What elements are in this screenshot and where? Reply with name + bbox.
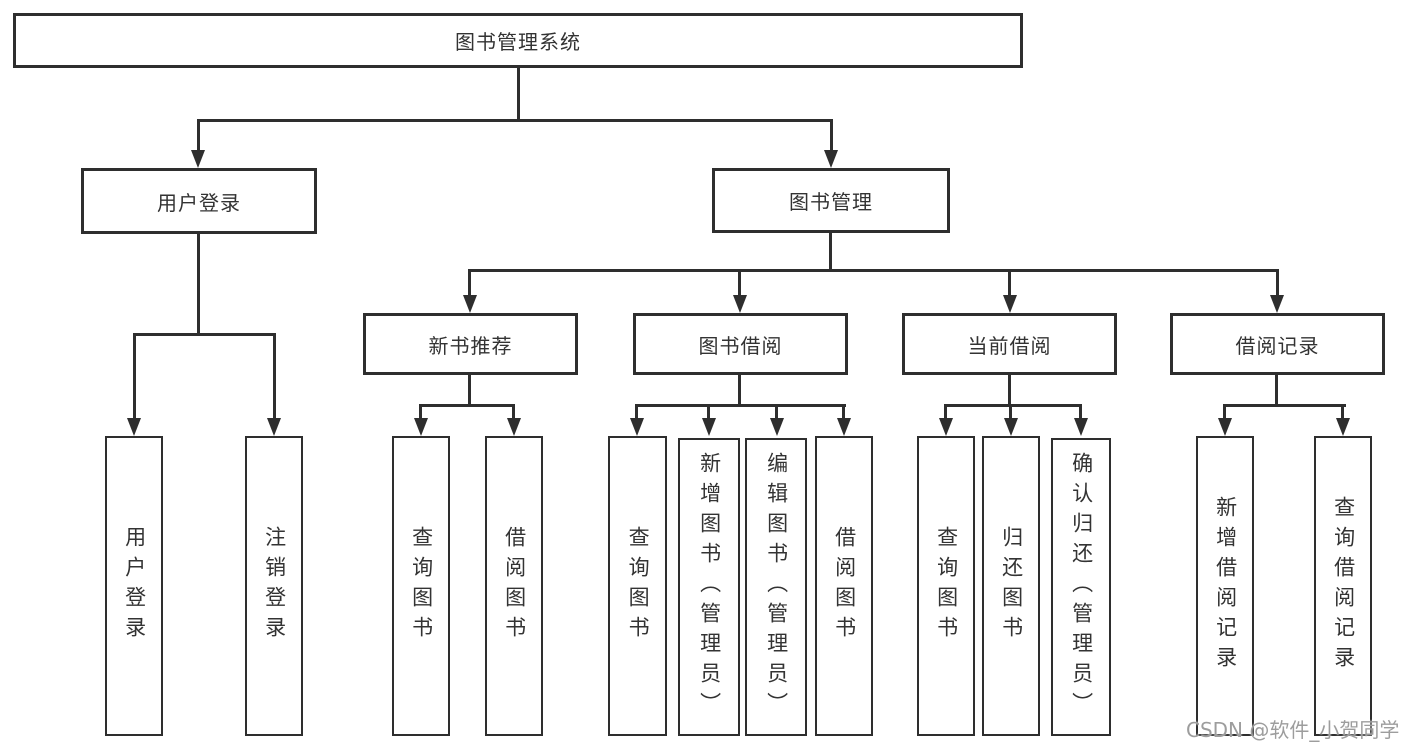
arrow-down-icon xyxy=(630,418,644,436)
connector-groupD-branch xyxy=(1224,404,1346,407)
leaf-add-borrow-record: 新增借阅记录 xyxy=(1196,436,1254,736)
connector-drop-borrow-records xyxy=(1276,269,1279,297)
connector-drop-leaf xyxy=(1341,404,1344,420)
leaf-confirm-return-admin-label: 确认归还（管理员） xyxy=(1069,452,1094,722)
leaf-borrow-books-recommend: 借阅图书 xyxy=(485,436,543,736)
arrow-down-icon xyxy=(127,418,141,436)
leaf-logout: 注销登录 xyxy=(245,436,303,736)
connector-groupB-branch xyxy=(636,404,846,407)
node-library-system: 图书管理系统 xyxy=(13,13,1023,68)
node-new-book-recommend: 新书推荐 xyxy=(363,313,578,375)
node-library-system-label: 图书管理系统 xyxy=(455,30,581,54)
arrow-down-icon xyxy=(267,418,281,436)
leaf-return-books: 归还图书 xyxy=(982,436,1040,736)
connector-drop-leaf xyxy=(419,404,422,420)
connector-drop-leaf xyxy=(1079,404,1082,420)
leaf-query-books-current-label: 查询图书 xyxy=(934,526,959,646)
node-borrowing-records: 借阅记录 xyxy=(1170,313,1385,375)
connector-drop-book-borrow xyxy=(738,269,741,297)
node-book-management: 图书管理 xyxy=(712,168,950,233)
connector-drop-book-mgmt xyxy=(830,119,833,152)
node-borrowing-records-label: 借阅记录 xyxy=(1235,333,1320,358)
leaf-borrow-books-borrowing: 借阅图书 xyxy=(815,436,873,736)
node-book-borrowing: 图书借阅 xyxy=(633,313,848,375)
connector-drop-leaf xyxy=(1009,404,1012,420)
leaf-query-borrow-record-label: 查询借阅记录 xyxy=(1331,496,1356,676)
leaf-edit-books-admin-label: 编辑图书（管理员） xyxy=(764,452,789,722)
arrow-down-icon xyxy=(837,418,851,436)
connector-drop-leaf xyxy=(842,404,845,420)
connector-drop-leaf xyxy=(1223,404,1226,420)
arrow-down-icon xyxy=(191,150,205,168)
arrow-down-icon xyxy=(1003,295,1017,313)
connector-user-login-branch xyxy=(133,333,276,336)
leaf-edit-books-admin: 编辑图书（管理员） xyxy=(745,438,807,736)
connector-groupB-stem xyxy=(738,375,741,407)
connector-groupA-branch xyxy=(420,404,515,407)
arrow-down-icon xyxy=(733,295,747,313)
leaf-add-borrow-record-label: 新增借阅记录 xyxy=(1213,496,1238,676)
connector-groupC-branch xyxy=(945,404,1082,407)
leaf-query-books-recommend-label: 查询图书 xyxy=(409,526,434,646)
leaf-return-books-label: 归还图书 xyxy=(999,526,1024,646)
connector-drop-leaf xyxy=(635,404,638,420)
arrow-down-icon xyxy=(1270,295,1284,313)
arrow-down-icon xyxy=(1336,418,1350,436)
connector-drop-leaf xyxy=(775,404,778,420)
node-book-borrowing-label: 图书借阅 xyxy=(698,333,783,358)
connector-drop-leaf xyxy=(944,404,947,420)
arrow-down-icon xyxy=(824,150,838,168)
leaf-query-books-recommend: 查询图书 xyxy=(392,436,450,736)
leaf-query-borrow-record: 查询借阅记录 xyxy=(1314,436,1372,736)
leaf-borrow-books-borrowing-label: 借阅图书 xyxy=(832,526,857,646)
node-user-login-label: 用户登录 xyxy=(157,190,241,215)
connector-drop-leaf xyxy=(512,404,515,420)
connector-drop-current-borrow xyxy=(1008,269,1011,297)
connector-root-stem xyxy=(517,67,520,122)
leaf-user-login: 用户登录 xyxy=(105,436,163,736)
connector-drop-leaf xyxy=(133,333,136,420)
connector-level1-branch xyxy=(197,119,833,122)
connector-drop-leaf xyxy=(273,333,276,420)
leaf-confirm-return-admin: 确认归还（管理员） xyxy=(1051,438,1111,736)
arrow-down-icon xyxy=(1074,418,1088,436)
connector-book-mgmt-stem xyxy=(829,232,832,272)
node-book-management-label: 图书管理 xyxy=(789,190,873,214)
leaf-user-login-label: 用户登录 xyxy=(122,526,147,646)
connector-drop-leaf xyxy=(707,404,710,420)
leaf-add-books-admin-label: 新增图书（管理员） xyxy=(697,452,722,722)
connector-user-login-stem xyxy=(197,233,200,336)
arrow-down-icon xyxy=(1218,418,1232,436)
node-new-book-recommend-label: 新书推荐 xyxy=(428,333,513,358)
arrow-down-icon xyxy=(414,418,428,436)
connector-drop-user-login xyxy=(197,119,200,152)
node-user-login: 用户登录 xyxy=(81,168,317,234)
leaf-query-books-current: 查询图书 xyxy=(917,436,975,736)
leaf-borrow-books-recommend-label: 借阅图书 xyxy=(502,526,527,646)
connector-drop-new-book xyxy=(468,269,471,297)
leaf-query-books-borrowing-label: 查询图书 xyxy=(626,526,651,646)
arrow-down-icon xyxy=(770,418,784,436)
arrow-down-icon xyxy=(939,418,953,436)
connector-groupD-stem xyxy=(1275,375,1278,407)
leaf-query-books-borrowing: 查询图书 xyxy=(608,436,667,736)
arrow-down-icon xyxy=(1004,418,1018,436)
connector-groupC-stem xyxy=(1008,375,1011,407)
arrow-down-icon xyxy=(507,418,521,436)
leaf-logout-label: 注销登录 xyxy=(262,526,287,646)
leaf-add-books-admin: 新增图书（管理员） xyxy=(678,438,740,736)
connector-groupA-stem xyxy=(468,375,471,407)
arrow-down-icon xyxy=(702,418,716,436)
node-current-borrowing: 当前借阅 xyxy=(902,313,1117,375)
arrow-down-icon xyxy=(463,295,477,313)
csdn-watermark: CSDN @软件_小贺同学 xyxy=(1186,718,1400,742)
node-current-borrowing-label: 当前借阅 xyxy=(967,333,1052,358)
connector-level2-branch xyxy=(469,269,1279,272)
